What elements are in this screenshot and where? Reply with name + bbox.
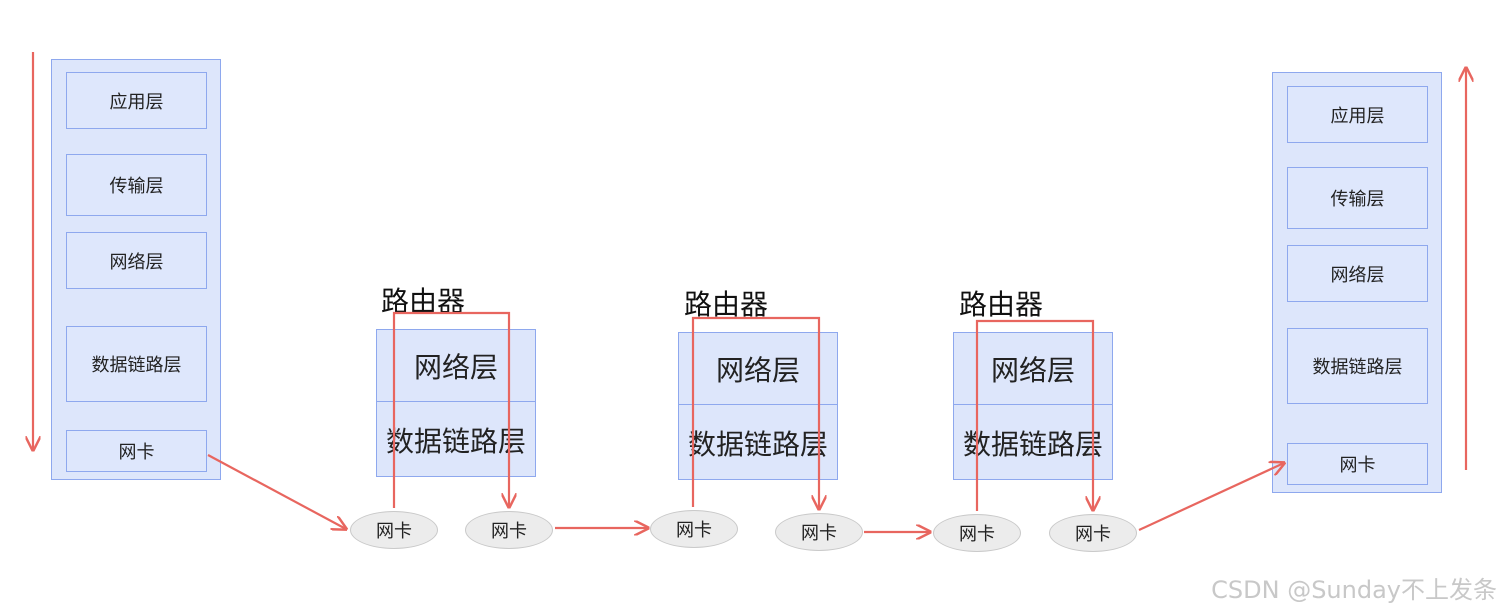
right-application-layer: 应用层 (1287, 86, 1428, 143)
router-3-title: 路由器 (959, 288, 1044, 321)
router-3-stack: 网络层 数据链路层 (953, 332, 1113, 480)
router-1-loop-arrow (392, 311, 509, 508)
left-network-layer: 网络层 (66, 232, 207, 289)
router-2-nic-out: 网卡 (775, 513, 863, 551)
router-1-nic-in: 网卡 (350, 511, 438, 549)
router-2-nic-in: 网卡 (650, 510, 738, 548)
left-host-stack: 应用层 传输层 网络层 数据链路层 网卡 (51, 59, 221, 480)
arrow-host-to-router1 (207, 454, 346, 529)
left-application-layer: 应用层 (66, 72, 207, 129)
router-2-loop-arrow (691, 316, 819, 509)
left-datalink-layer: 数据链路层 (66, 326, 207, 402)
left-transport-layer: 传输层 (66, 154, 207, 216)
router-2-title: 路由器 (684, 288, 769, 321)
router-1-nic-out: 网卡 (465, 511, 553, 549)
right-network-layer: 网络层 (1287, 245, 1428, 302)
router-3-nic-in: 网卡 (933, 514, 1021, 552)
router-3-loop-arrow (975, 319, 1093, 511)
right-nic: 网卡 (1287, 443, 1428, 485)
router-2-stack: 网络层 数据链路层 (678, 332, 838, 480)
router-1-datalink-layer: 数据链路层 (385, 425, 526, 458)
router-2-network-layer: 网络层 (679, 333, 837, 405)
router-3-datalink-layer: 数据链路层 (962, 428, 1103, 461)
right-host-stack: 应用层 传输层 网络层 数据链路层 网卡 (1272, 72, 1442, 493)
watermark: CSDN @Sunday不上发条 (1211, 576, 1497, 604)
router-3-network-layer: 网络层 (954, 333, 1112, 405)
right-datalink-layer: 数据链路层 (1287, 328, 1428, 404)
router-1-network-layer: 网络层 (377, 330, 535, 402)
router-2-datalink-layer: 数据链路层 (687, 428, 828, 461)
left-nic: 网卡 (66, 430, 207, 472)
right-transport-layer: 传输层 (1287, 167, 1428, 229)
router-3-nic-out: 网卡 (1049, 514, 1137, 552)
arrow-router3-to-host (1138, 463, 1284, 531)
